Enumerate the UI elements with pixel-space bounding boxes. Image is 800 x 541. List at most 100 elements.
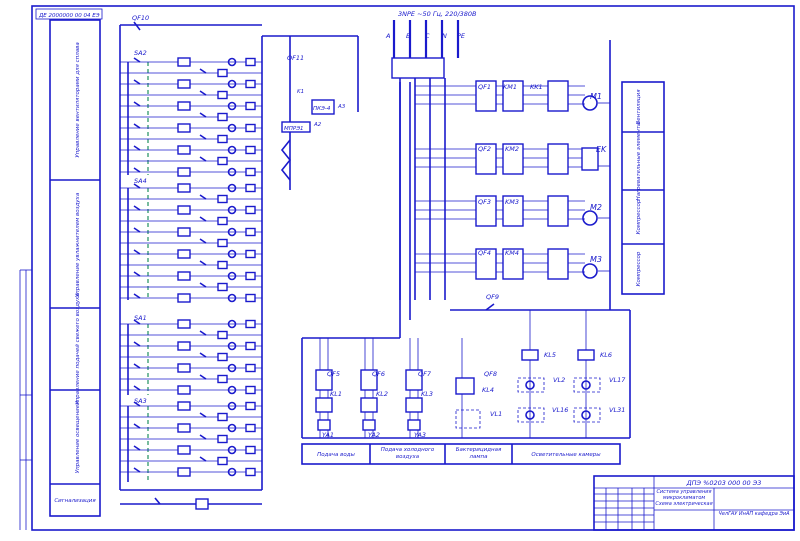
switch-contact bbox=[133, 249, 141, 255]
aux-contact bbox=[199, 282, 207, 288]
branch-contactor bbox=[502, 143, 524, 175]
relay-coil-box bbox=[177, 227, 191, 237]
aux-contact bbox=[199, 156, 207, 162]
branch-breaker bbox=[475, 80, 497, 112]
indicator-lamp bbox=[227, 57, 237, 67]
relay-coil-box bbox=[177, 319, 191, 329]
bus-b-label: B bbox=[406, 32, 411, 40]
switch-contact bbox=[133, 227, 141, 233]
switch-contact bbox=[133, 341, 141, 347]
m1-label: M1 bbox=[590, 92, 602, 101]
indicator-lamp bbox=[227, 79, 237, 89]
indicator-lamp bbox=[227, 385, 237, 395]
fuse-box bbox=[245, 249, 256, 259]
relay-coil-box bbox=[177, 467, 191, 477]
vl16-label: VL16 bbox=[552, 406, 568, 414]
contact-box bbox=[217, 194, 228, 204]
drawing-frame bbox=[31, 5, 795, 531]
qf2-label: QF2 bbox=[478, 145, 491, 153]
qf6-label: QF6 bbox=[372, 370, 385, 378]
contact-box bbox=[217, 352, 228, 362]
aux-contact bbox=[199, 260, 207, 266]
fuse-box bbox=[245, 101, 256, 111]
sa1-label: SA1 bbox=[134, 314, 147, 322]
fuse-box bbox=[245, 423, 256, 433]
switch-contact bbox=[133, 123, 141, 129]
k1-label: K1 bbox=[297, 89, 304, 95]
indicator-lamp bbox=[227, 145, 237, 155]
valve-contactor bbox=[405, 397, 423, 413]
indicator-lamp bbox=[227, 293, 237, 303]
title-name-wrap: Система управления микроклиматом Схема э… bbox=[655, 489, 712, 507]
fuse-box bbox=[245, 205, 256, 215]
vl2-label: VL2 bbox=[553, 376, 565, 384]
valve-coil bbox=[362, 419, 376, 431]
branch-thermal-relay bbox=[547, 80, 569, 112]
power-branches bbox=[415, 80, 610, 280]
pk-box bbox=[311, 99, 335, 115]
bottom-legend bbox=[301, 443, 621, 465]
branch-contactor bbox=[502, 80, 524, 112]
branch-breaker bbox=[475, 195, 497, 227]
valve-coil bbox=[407, 419, 421, 431]
indicator-lamp bbox=[227, 101, 237, 111]
left-section-lighting: Управление освещением bbox=[75, 401, 81, 474]
stamp-top-text: ДЕ 2000000 00 04 ЕЭ bbox=[38, 13, 100, 19]
light-lamp-symbol bbox=[525, 380, 535, 390]
aux-contact bbox=[199, 112, 207, 118]
aux-contact bbox=[199, 134, 207, 140]
indicator-lamp bbox=[227, 183, 237, 193]
qf1-label: QF1 bbox=[478, 83, 491, 91]
aux-contact bbox=[199, 434, 207, 440]
km2-label: KM2 bbox=[505, 145, 519, 153]
bottom-label-lamp: Бактерицидная лампа bbox=[455, 447, 502, 460]
bottom-label-lamp-wrap: Бактерицидная лампа bbox=[455, 447, 502, 460]
motor-symbol bbox=[582, 210, 598, 226]
bus-a-label: A bbox=[385, 32, 390, 40]
valve-coil bbox=[317, 419, 331, 431]
qf3-label: QF3 bbox=[478, 198, 491, 206]
pk-label: ПКЭ-4 bbox=[313, 106, 331, 112]
km4-label: KM4 bbox=[505, 249, 519, 257]
ya1-label: YA1 bbox=[322, 431, 334, 439]
indicator-lamp bbox=[227, 227, 237, 237]
lower-circuits bbox=[315, 310, 601, 438]
title-org: ЧелГАУ ИнАП кафедра ЭиА bbox=[718, 511, 790, 517]
switch-contact bbox=[133, 145, 141, 151]
relay-coil-box bbox=[177, 363, 191, 373]
relay-coil-box bbox=[177, 79, 191, 89]
m2-label: M2 bbox=[590, 203, 602, 212]
motor-symbol bbox=[582, 95, 598, 111]
title-block bbox=[593, 475, 795, 531]
bottom-label-cold-air-wrap: Подача холодного воздуха bbox=[380, 447, 435, 460]
contact-box bbox=[217, 134, 228, 144]
relay-coil-box bbox=[177, 123, 191, 133]
a3-label: A3 bbox=[337, 104, 346, 110]
relay-coil-box bbox=[177, 183, 191, 193]
fuse-box bbox=[245, 363, 256, 373]
switch-contact bbox=[133, 79, 141, 85]
left-sections-column bbox=[49, 19, 101, 517]
switch-contact bbox=[133, 57, 141, 63]
fuse-box bbox=[245, 293, 256, 303]
branch-thermal-relay bbox=[547, 195, 569, 227]
relay-coil-box bbox=[177, 341, 191, 351]
left-section-signal: Сигнализация bbox=[54, 498, 96, 504]
right-section-ventilation: Вентиляция bbox=[636, 89, 642, 125]
mpre-box bbox=[281, 121, 311, 133]
qf4-label: QF4 bbox=[478, 249, 491, 257]
fuse-box bbox=[245, 319, 256, 329]
fuse-box bbox=[245, 123, 256, 133]
indicator-lamp bbox=[227, 445, 237, 455]
contact-box bbox=[217, 90, 228, 100]
fuse-box bbox=[245, 167, 256, 177]
fuse-box bbox=[245, 57, 256, 67]
fuse-box bbox=[245, 227, 256, 237]
contact-box bbox=[217, 238, 228, 248]
bottom-label-cold-air: Подача холодного воздуха bbox=[380, 447, 435, 460]
title-code: ДПЭ %0203 000 00 Э3 bbox=[686, 479, 762, 487]
contact-box bbox=[217, 412, 228, 422]
light-fixture bbox=[573, 377, 601, 393]
branch-contactor bbox=[502, 195, 524, 227]
